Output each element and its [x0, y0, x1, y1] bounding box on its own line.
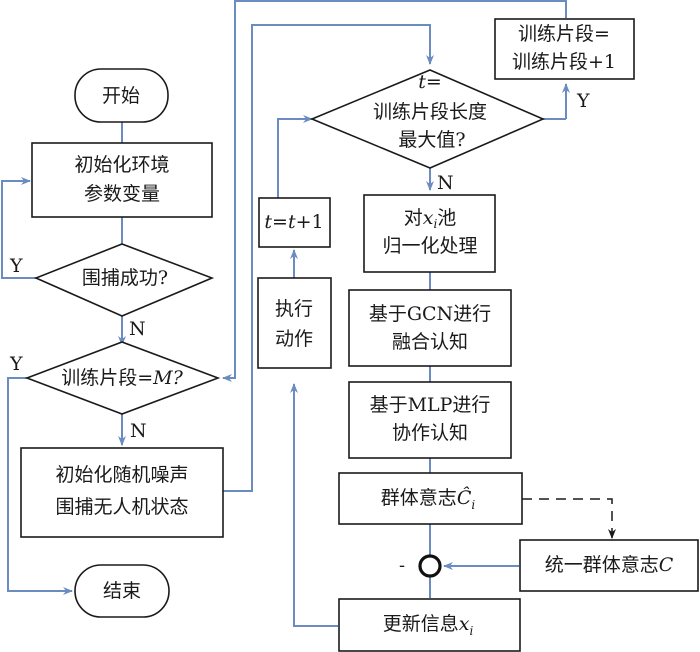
sum-junction: -: [399, 554, 442, 578]
t-inc-box: t=t+1: [258, 197, 331, 248]
connectors: [1, 0, 616, 627]
end-label: 结束: [103, 580, 141, 602]
update-label: 更新信息xi: [383, 613, 474, 638]
edge-group-will-to-unified-dashed: [522, 498, 616, 539]
normalize-line2: 归一化处理: [382, 235, 477, 257]
capture-no-label: N: [129, 318, 146, 340]
mlp-box: 基于MLP进行 协作认知: [348, 381, 512, 459]
episode-eq-m-label: 训练片段=M?: [61, 367, 183, 389]
edge-episode-inc-to-episode-check: [222, 0, 567, 382]
unified-will-label: 统一群体意志C: [545, 554, 674, 576]
execute-box: 执行 动作: [257, 277, 332, 369]
gcn-line1: 基于GCN进行: [369, 303, 491, 325]
mlp-line2: 协作认知: [392, 422, 468, 444]
t-no-label: N: [437, 172, 454, 194]
init-noise-box: 初始化随机噪声 围捕无人机状态: [20, 447, 224, 538]
mlp-line1: 基于MLP进行: [370, 394, 491, 416]
unified-will-box: 统一群体意志C: [519, 539, 699, 592]
start-terminal: 开始: [74, 68, 169, 123]
junction-minus-sign: -: [399, 555, 405, 576]
t-check-decision: t= 训练片段长度 最大值?: [309, 69, 546, 169]
t-check-line3: 最大值?: [398, 129, 465, 151]
capture-yes-label: Y: [9, 255, 23, 277]
update-box: 更新信息xi: [338, 598, 521, 652]
init-env-box: 初始化环境 参数变量: [31, 142, 213, 218]
gcn-box: 基于GCN进行 融合认知: [348, 289, 512, 367]
episode-inc-box: 训练片段= 训练片段+1: [494, 18, 635, 80]
group-will-box: 群体意志Ĉi: [338, 472, 523, 525]
end-terminal: 结束: [74, 564, 170, 618]
init-env-line2: 参数变量: [84, 183, 160, 205]
episode-inc-line1: 训练片段=: [518, 23, 610, 45]
episode-yes-label: Y: [9, 353, 23, 375]
capture-success-decision: 围捕成功?: [33, 243, 215, 317]
edge-capture-yes-loop: [1, 177, 36, 279]
group-will-label: 群体意志Ĉi: [381, 486, 476, 512]
normalize-box: 对xi池 归一化处理: [363, 194, 496, 273]
execute-line2: 动作: [275, 328, 313, 350]
edge-episode-yes-to-end: [7, 377, 73, 595]
episode-no-label: N: [130, 420, 147, 442]
t-yes-label: Y: [576, 90, 590, 112]
episode-eq-m-decision: 训练片段=M?: [24, 341, 221, 415]
capture-success-label: 围捕成功?: [82, 267, 168, 289]
episode-inc-line2: 训练片段+1: [512, 51, 616, 73]
gcn-line2: 融合认知: [392, 331, 468, 353]
edge-update-to-execute: [290, 383, 338, 627]
edge-init-noise-to-t-check: [222, 24, 434, 492]
normalize-line1: 对xi池: [404, 207, 457, 231]
t-check-line2: 训练片段长度: [373, 101, 487, 123]
start-label: 开始: [102, 85, 140, 107]
init-env-line1: 初始化环境: [74, 154, 169, 176]
init-noise-line2: 围捕无人机状态: [55, 496, 188, 518]
t-inc-label: t=t+1: [264, 211, 323, 233]
execute-line1: 执行: [275, 298, 313, 320]
t-check-line1: t=: [418, 71, 442, 93]
edge-t-inc-to-t-check: [277, 115, 313, 200]
init-noise-line1: 初始化随机噪声: [55, 464, 188, 486]
